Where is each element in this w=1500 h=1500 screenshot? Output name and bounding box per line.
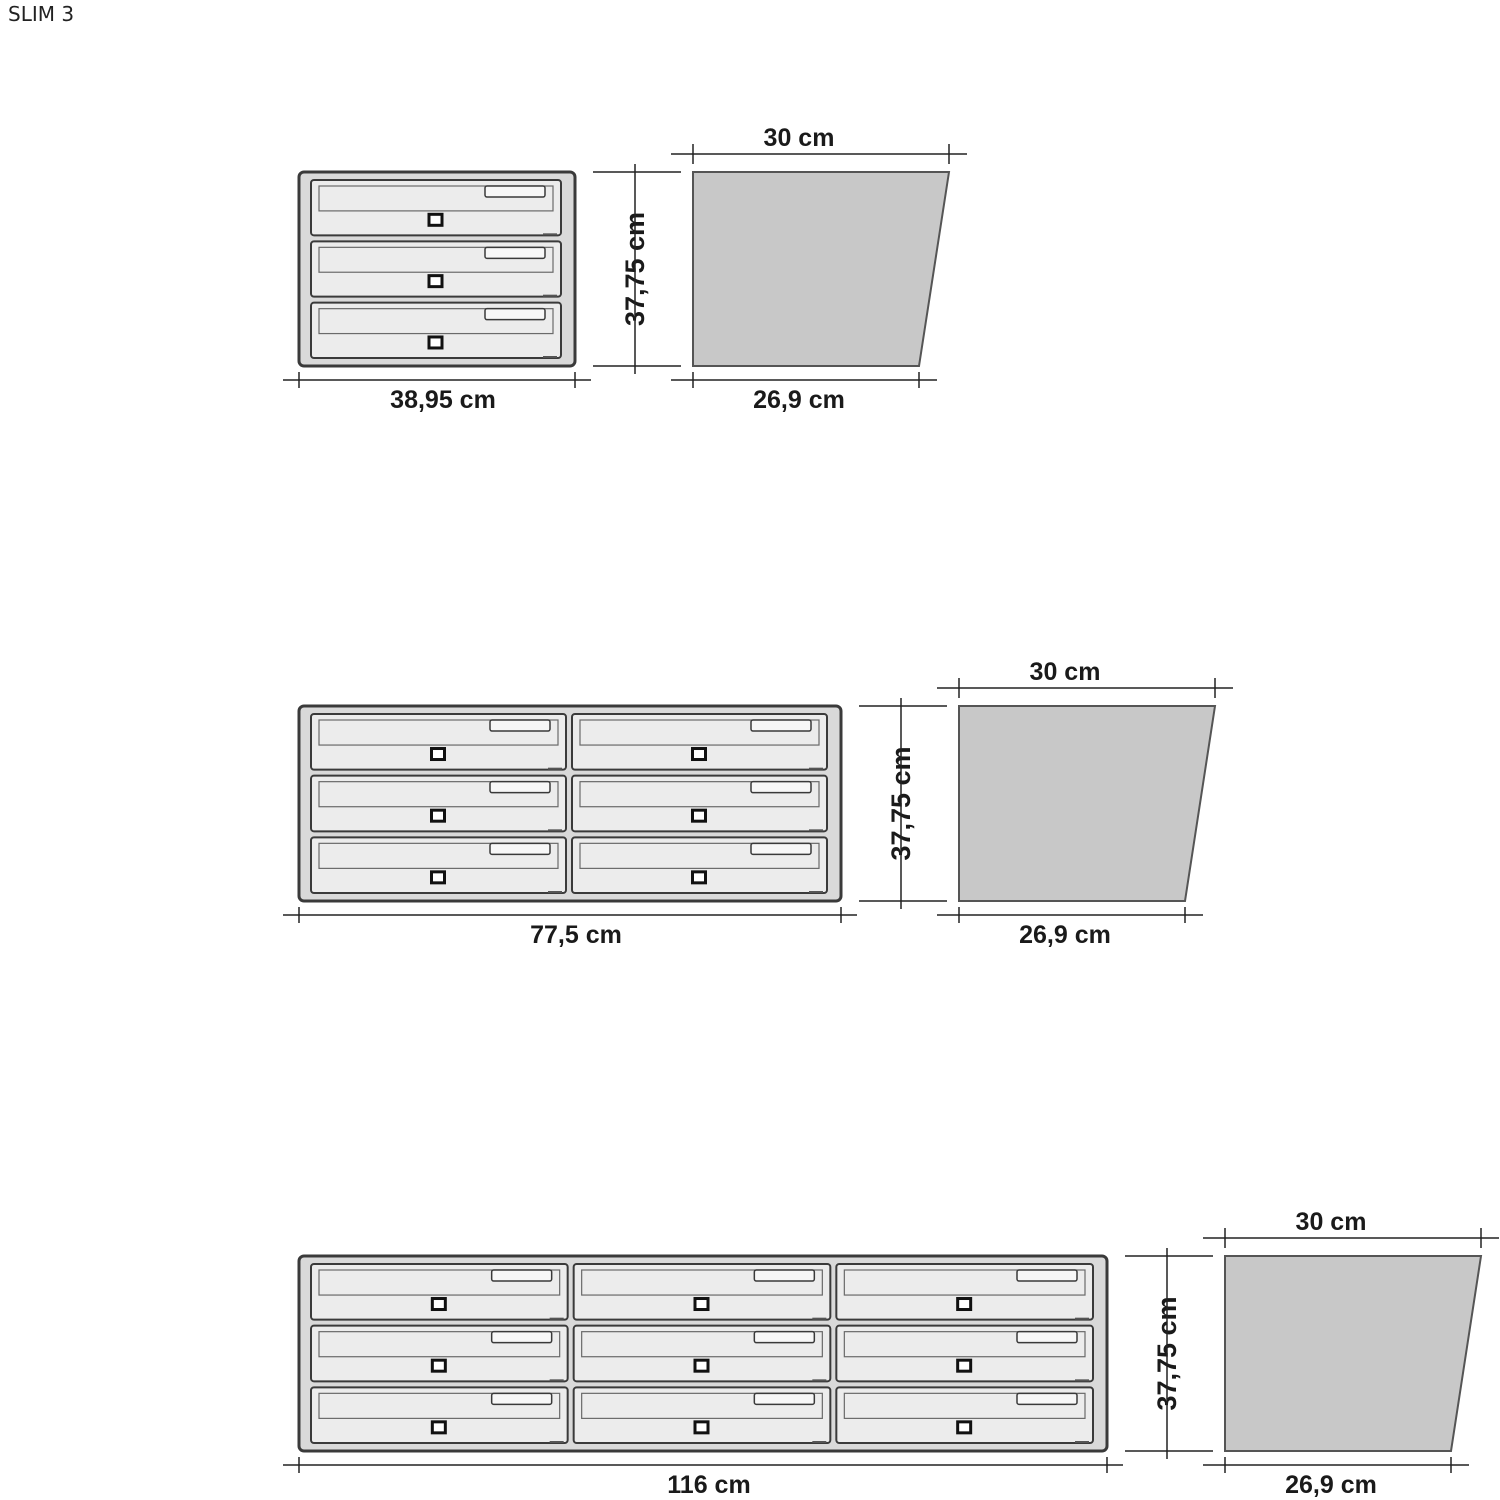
configuration-1-column: 38,95 cm 37,75 cm 30 cm 26,9 cm [283,124,967,414]
flap-outline [318,1269,561,1296]
side-top-label: 30 cm [1296,1208,1367,1236]
name-plate [1016,1330,1078,1344]
name-plate [753,1269,816,1282]
name-plate [489,719,551,732]
name-plate [1016,1392,1078,1406]
mailbox-door [571,713,828,771]
lock-icon [427,274,444,289]
mailbox-door [310,713,567,771]
width-label: 38,95 cm [390,386,496,414]
side-view [1224,1255,1483,1452]
lock-icon [956,1358,973,1373]
flap-outline [579,719,820,746]
name-plate [750,719,812,732]
lock-icon [430,747,446,762]
side-bottom-label: 26,9 cm [1019,921,1111,949]
page-title: SLIM 3 [8,2,75,26]
mailbox-door [572,1263,832,1321]
lock-icon [430,1420,447,1435]
flap-outline [581,1392,823,1419]
name-plate [484,185,546,198]
lock-icon [427,212,444,227]
flap-outline [581,1331,823,1358]
lock-icon [691,747,707,762]
flap-outline [318,781,559,808]
mailbox-door [571,836,828,894]
flap-outline [843,1331,1086,1358]
mailbox-door [835,1263,1094,1321]
mailbox-door [835,1324,1094,1383]
front-view [297,704,843,903]
mailbox-door [310,240,562,298]
lock-icon [693,1297,710,1312]
lock-icon [430,1358,447,1373]
mailbox-door [310,774,567,833]
name-plate [489,842,551,856]
flap-outline [318,1392,561,1419]
name-plate [490,1330,553,1344]
side-view [958,705,1217,902]
lock-icon [430,1297,447,1312]
configuration-2-columns: 77,5 cm 37,75 cm 30 cm 26,9 cm [283,658,1233,949]
lock-icon [691,808,707,823]
width-label: 116 cm [667,1471,750,1499]
side-top-label: 30 cm [1030,658,1101,686]
flap-outline [318,308,554,335]
mailbox-door [310,1386,569,1445]
mailbox-door [571,774,828,833]
lock-icon [693,1358,710,1373]
side-profile [1224,1255,1483,1452]
flap-outline [318,185,554,212]
name-plate [489,780,551,794]
name-plate [490,1392,553,1406]
mailbox-door [572,1386,832,1445]
side-bottom-label: 26,9 cm [1285,1471,1377,1499]
flap-outline [318,1331,561,1358]
front-view [297,170,577,368]
mailbox-door [310,1263,569,1321]
side-profile [692,171,951,367]
name-plate [750,780,812,794]
name-plate [484,246,546,260]
name-plate [753,1392,816,1406]
lock-icon [691,870,707,885]
mailbox-door [835,1386,1094,1445]
lock-icon [693,1420,710,1435]
side-profile [958,705,1217,902]
lock-icon [430,808,446,823]
mailbox-door [572,1324,832,1383]
lock-icon [956,1297,973,1312]
flap-outline [318,246,554,273]
mailbox-door [310,301,562,359]
lock-icon [956,1420,973,1435]
front-view [297,1254,1109,1453]
mailbox-door [310,1324,569,1383]
flap-outline [318,842,559,869]
side-view [692,171,951,367]
configuration-3-columns: 116 cm 37,75 cm 30 cm 26,9 cm [283,1208,1499,1499]
side-bottom-label: 26,9 cm [753,386,845,414]
lock-icon [427,335,444,350]
lock-icon [430,870,446,885]
mailbox-door [310,179,562,237]
mailbox-door [310,836,567,894]
side-top-label: 30 cm [764,124,835,152]
flap-outline [581,1269,823,1296]
flap-outline [843,1392,1086,1419]
name-plate [1016,1269,1078,1282]
width-label: 77,5 cm [530,921,622,949]
name-plate [490,1269,553,1282]
flap-outline [579,781,820,808]
flap-outline [579,842,820,869]
name-plate [484,307,546,321]
flap-outline [843,1269,1086,1296]
name-plate [753,1330,816,1344]
flap-outline [318,719,559,746]
name-plate [750,842,812,856]
